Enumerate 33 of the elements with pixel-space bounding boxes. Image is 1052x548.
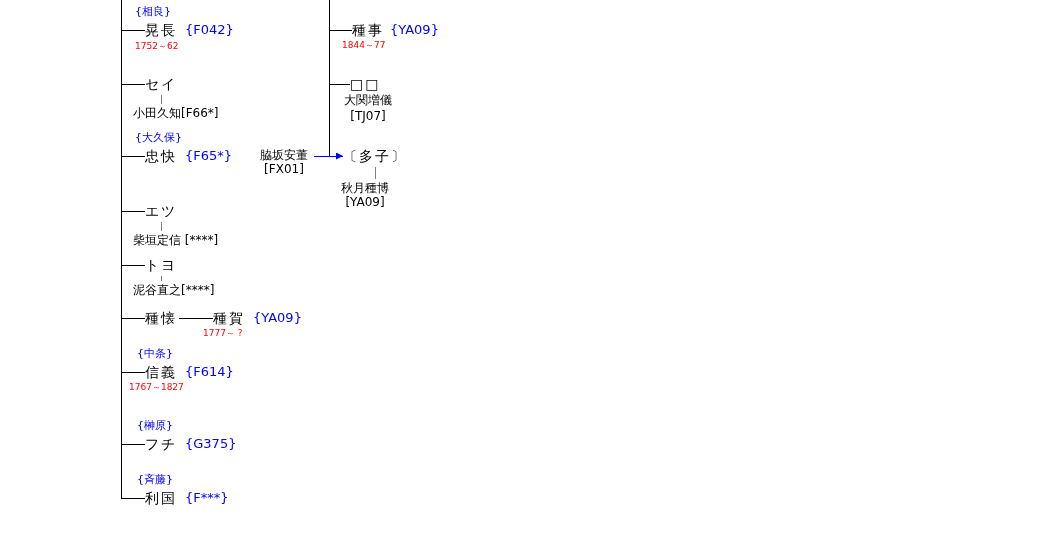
life-dates: 1844～77 — [342, 39, 386, 52]
person-name: 忠快 — [145, 147, 177, 165]
person-name: 晃長 — [145, 21, 177, 39]
person-name: 利国 — [145, 489, 177, 507]
marriage-line — [160, 221, 162, 232]
person-name: 信義 — [145, 363, 177, 381]
spouse-name: 大関増儀 [TJ07] — [343, 92, 393, 124]
life-dates: 1767～1827 — [129, 381, 184, 394]
arrow — [313, 152, 344, 160]
clan-label: {榊原} — [137, 418, 173, 433]
spouse-name: 小田久知[F66*] — [133, 106, 219, 120]
record-code: {YA09} — [253, 309, 302, 326]
record-code: {YA09} — [390, 21, 439, 38]
person-name: 種事 — [352, 21, 384, 39]
record-code: {F042} — [185, 21, 234, 38]
marriage-line — [160, 94, 162, 105]
marriage-line — [178, 317, 214, 319]
spouse-name: 柴垣定信 [****] — [133, 233, 219, 247]
life-dates: 1752～62 — [135, 40, 179, 53]
clan-label: {中条} — [137, 346, 173, 361]
clan-label: {相良} — [135, 4, 171, 19]
record-code: {F***} — [185, 489, 229, 506]
life-dates: 1777～ ? — [203, 327, 243, 340]
record-code: {F614} — [185, 363, 234, 380]
person-name: 種賀 — [213, 309, 245, 327]
clan-label: {大久保} — [135, 130, 182, 145]
marriage-line — [160, 275, 162, 282]
person-name: 種懐 — [145, 309, 177, 327]
marriage-line — [374, 166, 376, 180]
record-code: {F65*} — [185, 147, 233, 164]
record-code: {G375} — [185, 435, 237, 452]
clan-label: {斉藤} — [137, 472, 173, 487]
spouse-name: 泥谷直之[****] — [133, 283, 215, 297]
